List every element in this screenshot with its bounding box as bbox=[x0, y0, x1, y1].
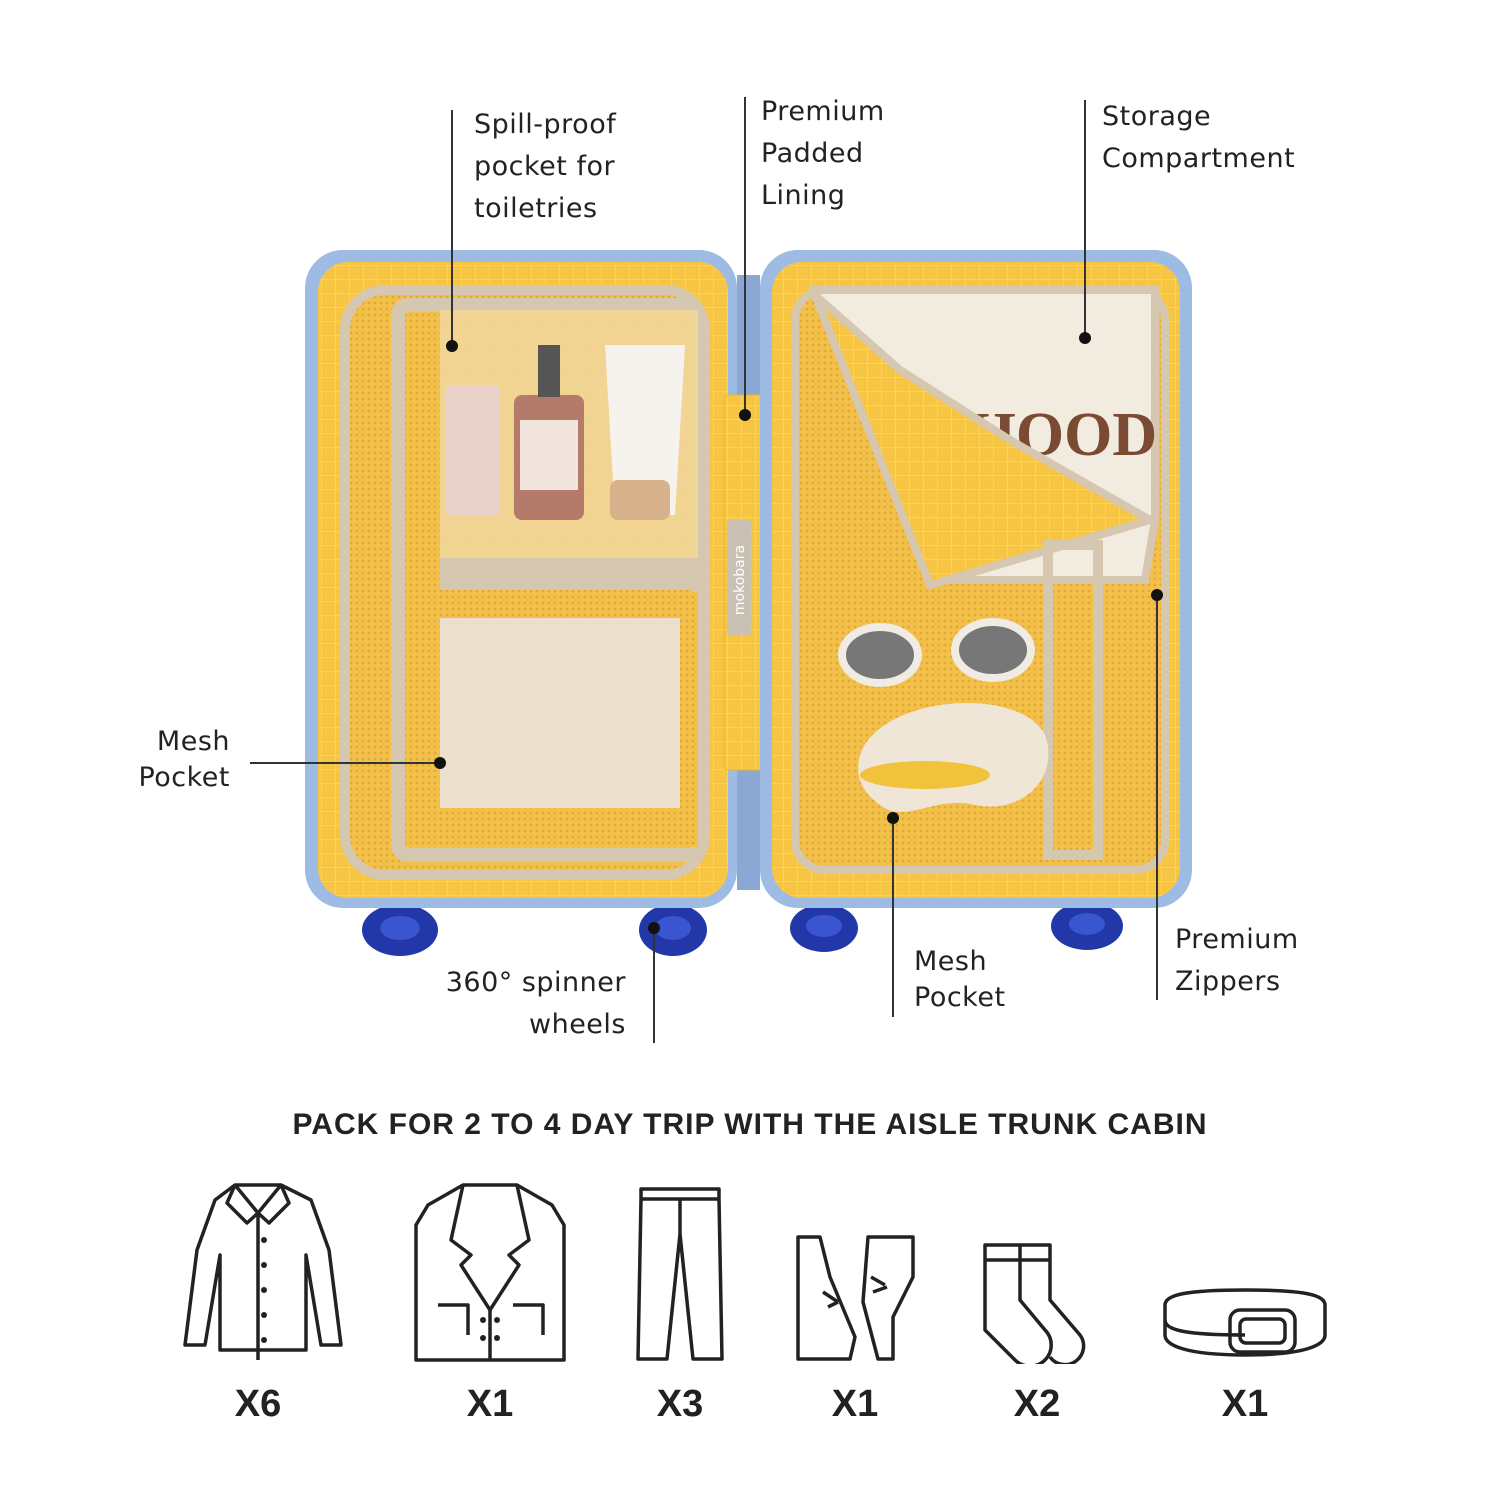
label-line: Spill-proof bbox=[474, 109, 617, 140]
leader-line bbox=[653, 928, 655, 1043]
packing-heading: PACK FOR 2 TO 4 DAY TRIP WITH THE AISLE … bbox=[292, 1108, 1208, 1141]
shirt-icon bbox=[183, 1183, 343, 1360]
callout-dot bbox=[446, 340, 458, 352]
callout-spill-proof: Spill-proof pocket for toiletries bbox=[474, 104, 616, 230]
label-line: Pocket bbox=[914, 982, 1006, 1013]
callout-dot bbox=[434, 757, 446, 769]
qty-blazer: X1 bbox=[466, 1383, 514, 1425]
callout-wheels: 360° spinner wheels bbox=[400, 962, 626, 1046]
label-line: Premium bbox=[761, 96, 885, 127]
qty-trousers: X3 bbox=[656, 1383, 704, 1425]
callout-dot bbox=[648, 922, 660, 934]
callout-storage: Storage Compartment bbox=[1102, 96, 1295, 180]
label-line: Storage bbox=[1102, 101, 1212, 132]
label-line: pocket for bbox=[474, 151, 616, 182]
callout-dot bbox=[1079, 332, 1091, 344]
label-line: wheels bbox=[529, 1009, 626, 1040]
callout-dot bbox=[1151, 589, 1163, 601]
label-line: Mesh bbox=[914, 946, 988, 977]
callout-padded-lining: Premium Padded Lining bbox=[761, 91, 885, 217]
leader-line bbox=[451, 110, 453, 346]
label-line: Lining bbox=[761, 180, 846, 211]
label-line: Compartment bbox=[1102, 143, 1296, 174]
brand-strap-label: mokobara bbox=[732, 545, 748, 615]
leader-line bbox=[1156, 595, 1158, 1000]
label-line: Mesh bbox=[156, 726, 230, 757]
qty-shoes: X1 bbox=[831, 1383, 879, 1425]
label-line: Padded bbox=[761, 138, 864, 169]
callout-dot bbox=[887, 812, 899, 824]
trousers-icon bbox=[636, 1187, 724, 1361]
leader-line bbox=[892, 818, 894, 1017]
qty-belt: X1 bbox=[1221, 1383, 1269, 1425]
leader-line bbox=[744, 97, 746, 415]
belt-icon bbox=[1163, 1288, 1327, 1357]
qty-socks: X2 bbox=[1013, 1383, 1061, 1425]
callout-mesh-left: Mesh Pocket bbox=[100, 724, 230, 796]
suitcase-illustration: mokobara AHOOD bbox=[305, 250, 1192, 956]
callout-dot bbox=[739, 409, 751, 421]
leader-line bbox=[1084, 100, 1086, 338]
callout-zippers: Premium Zippers bbox=[1175, 919, 1299, 1003]
label-line: toiletries bbox=[474, 193, 598, 224]
socks-icon bbox=[983, 1243, 1086, 1364]
label-line: Pocket bbox=[138, 762, 230, 793]
label-line: Zippers bbox=[1175, 966, 1281, 997]
qty-shirts: X6 bbox=[234, 1383, 282, 1425]
blazer-icon bbox=[414, 1183, 566, 1362]
label-line: 360° spinner bbox=[445, 967, 626, 998]
leader-line bbox=[250, 762, 440, 764]
wheels bbox=[362, 902, 1123, 956]
callout-mesh-right: Mesh Pocket bbox=[914, 944, 1006, 1016]
label-line: Premium bbox=[1175, 924, 1299, 955]
shoes-icon bbox=[796, 1235, 915, 1361]
